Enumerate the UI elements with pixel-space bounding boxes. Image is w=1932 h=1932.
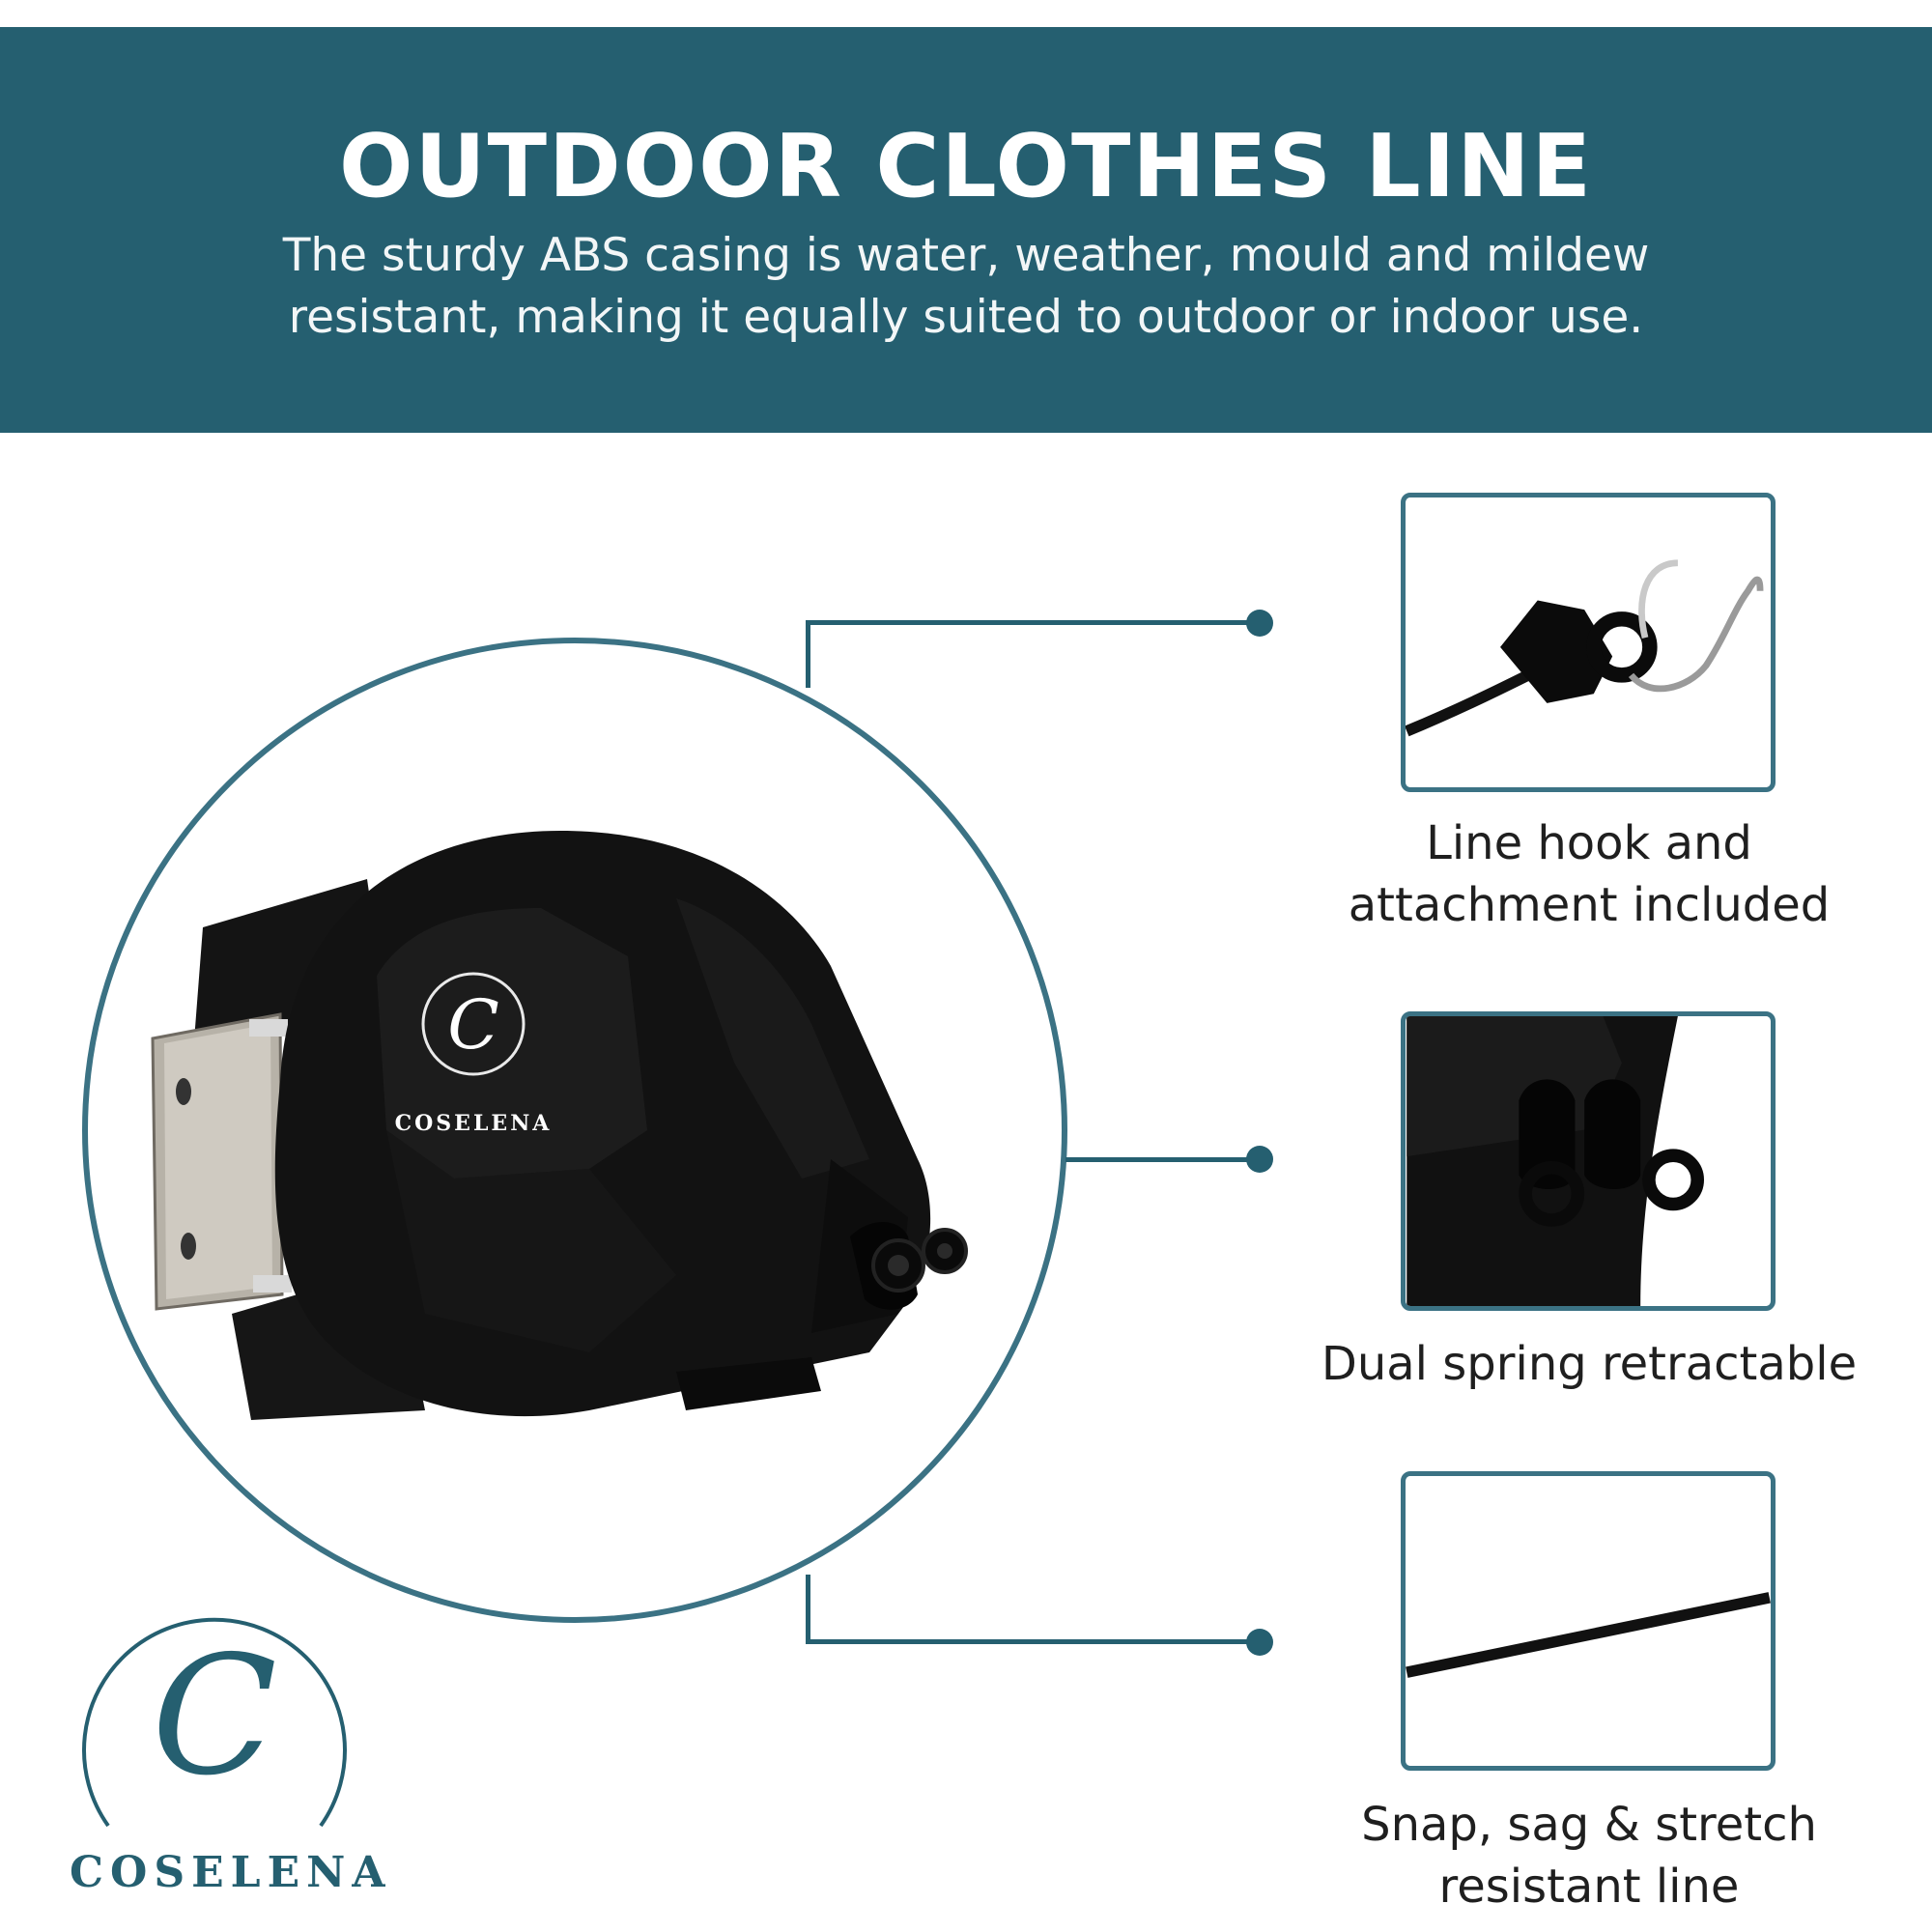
banner-subtitle-line-1: The sturdy ABS casing is water, weather,… — [282, 229, 1650, 282]
connector-bottom-horizontal — [806, 1639, 1262, 1644]
line-hook-icon — [1406, 497, 1770, 787]
feature-image-line-cord — [1401, 1471, 1776, 1771]
feature-label-dual-spring-line-1: Dual spring retractable — [1321, 1337, 1858, 1391]
page-title: OUTDOOR CLOTHES LINE — [338, 116, 1594, 217]
brand-name: COSELENA — [70, 1848, 392, 1897]
product-logo-letter: C — [447, 985, 499, 1065]
brand-logo-letter: C — [152, 1621, 277, 1812]
connector-middle-horizontal — [1065, 1157, 1262, 1162]
feature-label-line-hook-line-1: Line hook and — [1426, 816, 1752, 870]
feature-label-dual-spring: Dual spring retractable — [1265, 1333, 1913, 1395]
feature-label-line-cord: Snap, sag & stretch resistant line — [1265, 1794, 1913, 1918]
retractable-clothesline-reel-icon: C COSELENA — [135, 811, 985, 1430]
product-brand-text: COSELENA — [395, 1111, 553, 1136]
feature-label-line-hook-line-2: attachment included — [1348, 878, 1831, 932]
brand-logo: C — [70, 1594, 359, 1913]
dual-spring-icon — [1406, 1016, 1770, 1306]
connector-dot-1 — [1246, 610, 1273, 637]
connector-top-vertical — [806, 620, 810, 688]
clothes-line-cord-icon — [1406, 1476, 1771, 1766]
connector-dot-3 — [1246, 1629, 1273, 1656]
feature-image-line-hook — [1401, 493, 1776, 792]
feature-label-line-cord-line-1: Snap, sag & stretch — [1361, 1798, 1817, 1852]
feature-label-line-hook: Line hook and attachment included — [1265, 812, 1913, 936]
header-banner: OUTDOOR CLOTHES LINE The sturdy ABS casi… — [0, 27, 1932, 433]
banner-subtitle-line-2: resistant, making it equally suited to o… — [288, 291, 1644, 344]
connector-dot-2 — [1246, 1146, 1273, 1173]
feature-image-dual-spring — [1401, 1011, 1776, 1311]
banner-subtitle: The sturdy ABS casing is water, weather,… — [193, 225, 1739, 349]
connector-top-horizontal — [806, 620, 1262, 625]
connector-bottom-vertical — [806, 1575, 810, 1644]
feature-label-line-cord-line-2: resistant line — [1438, 1860, 1740, 1914]
